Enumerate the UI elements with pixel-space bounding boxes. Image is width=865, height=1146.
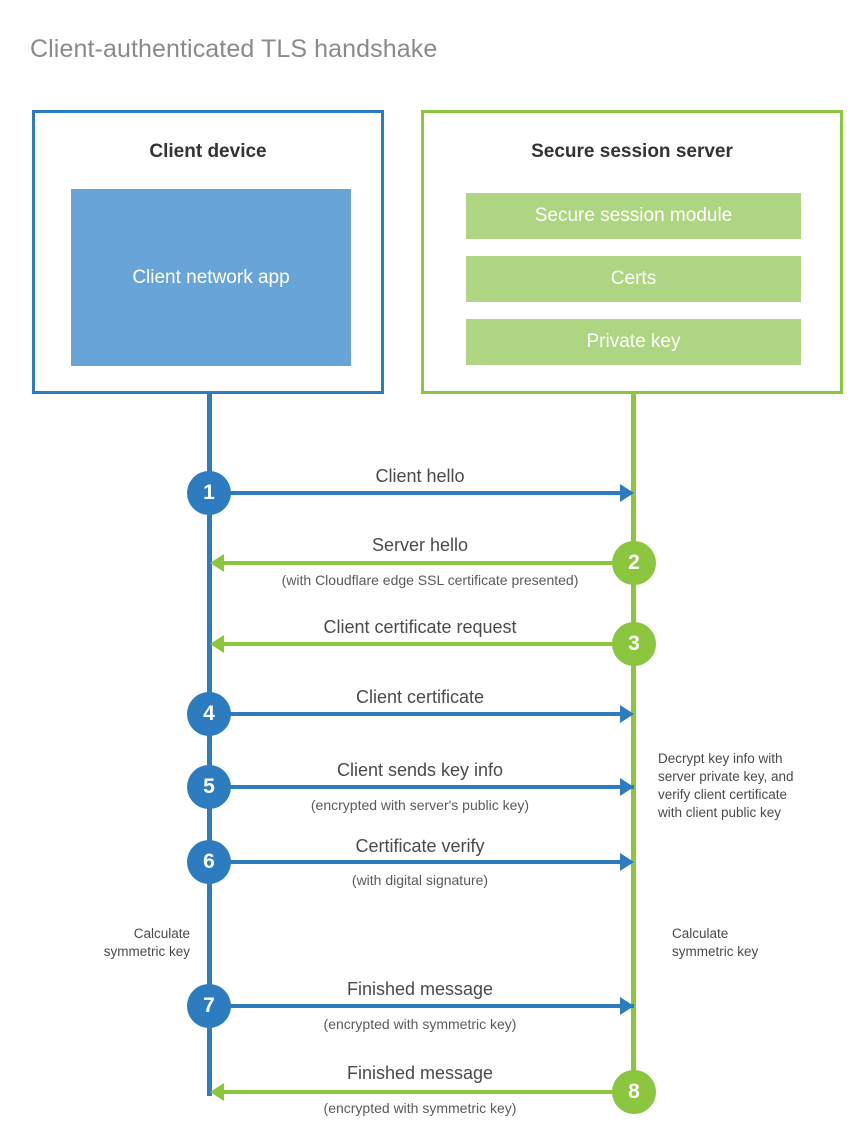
client-network-app-box: Client network app [71,189,351,366]
step-3-arrow-line [224,642,634,646]
client-lifeline [207,394,212,1096]
step-6-sublabel: (with digital signature) [351,872,489,888]
step-1-label: Client hello [375,466,465,486]
step-3-badge: 3 [612,622,656,666]
step-8-sublabel: (encrypted with symmetric key) [323,1100,517,1116]
step-8-arrow-head-icon [210,1083,224,1101]
step-1-badge: 1 [187,471,231,515]
step-7-arrow-line [209,1004,634,1008]
step-8-badge: 8 [612,1070,656,1114]
note-server-decrypt-verify: Decrypt key info with server private key… [658,751,794,820]
step-3-arrow-head-icon [210,635,224,653]
step-4-arrow-line [209,712,622,716]
step-5-sublabel: (encrypted with server's public key) [310,797,530,813]
note-client-calculate-symmetric-key: Calculate symmetric key [103,926,190,959]
page-title: Client-authenticated TLS handshake [30,34,438,63]
server-component-private-key: Private key [466,319,801,365]
secure-session-server-panel: Secure session server Secure session mod… [421,110,843,394]
step-5-arrow-line [209,785,634,789]
step-5-arrow-head-icon [620,778,634,796]
note-server-calculate-symmetric-key: Calculate symmetric key [672,926,759,959]
step-2-arrow-head-icon [210,554,224,572]
step-4-badge: 4 [187,692,231,736]
step-7-arrow-head-icon [620,997,634,1015]
step-6-badge: 6 [187,840,231,884]
step-7-badge: 7 [187,984,231,1028]
server-lifeline [631,394,636,1093]
step-5-badge: 5 [187,765,231,809]
step-5-label: Client sends key info [336,760,504,780]
step-2-badge: 2 [612,541,656,585]
client-device-panel: Client device Client network app [32,110,384,394]
server-component-secure-session-module: Secure session module [466,193,801,239]
step-4-label: Client certificate [355,687,485,707]
step-6-arrow-line [209,860,622,864]
step-1-arrow-head-icon [620,484,634,502]
secure-session-server-title: Secure session server [531,141,733,162]
step-2-arrow-line [224,561,634,565]
step-6-arrow-head-icon [620,853,634,871]
step-7-sublabel: (encrypted with symmetric key) [323,1016,517,1032]
step-3-label: Client certificate request [323,617,517,637]
step-7-label: Finished message [346,979,494,999]
step-8-arrow-line [224,1090,634,1094]
step-6-label: Certificate verify [355,836,485,856]
step-4-arrow-head-icon [620,705,634,723]
step-8-label: Finished message [346,1063,494,1083]
client-device-title: Client device [149,141,267,162]
step-1-arrow-line [209,491,622,495]
step-2-label: Server hello [371,535,469,555]
step-2-sublabel: (with Cloudflare edge SSL certificate pr… [281,572,579,588]
server-component-certs: Certs [466,256,801,302]
